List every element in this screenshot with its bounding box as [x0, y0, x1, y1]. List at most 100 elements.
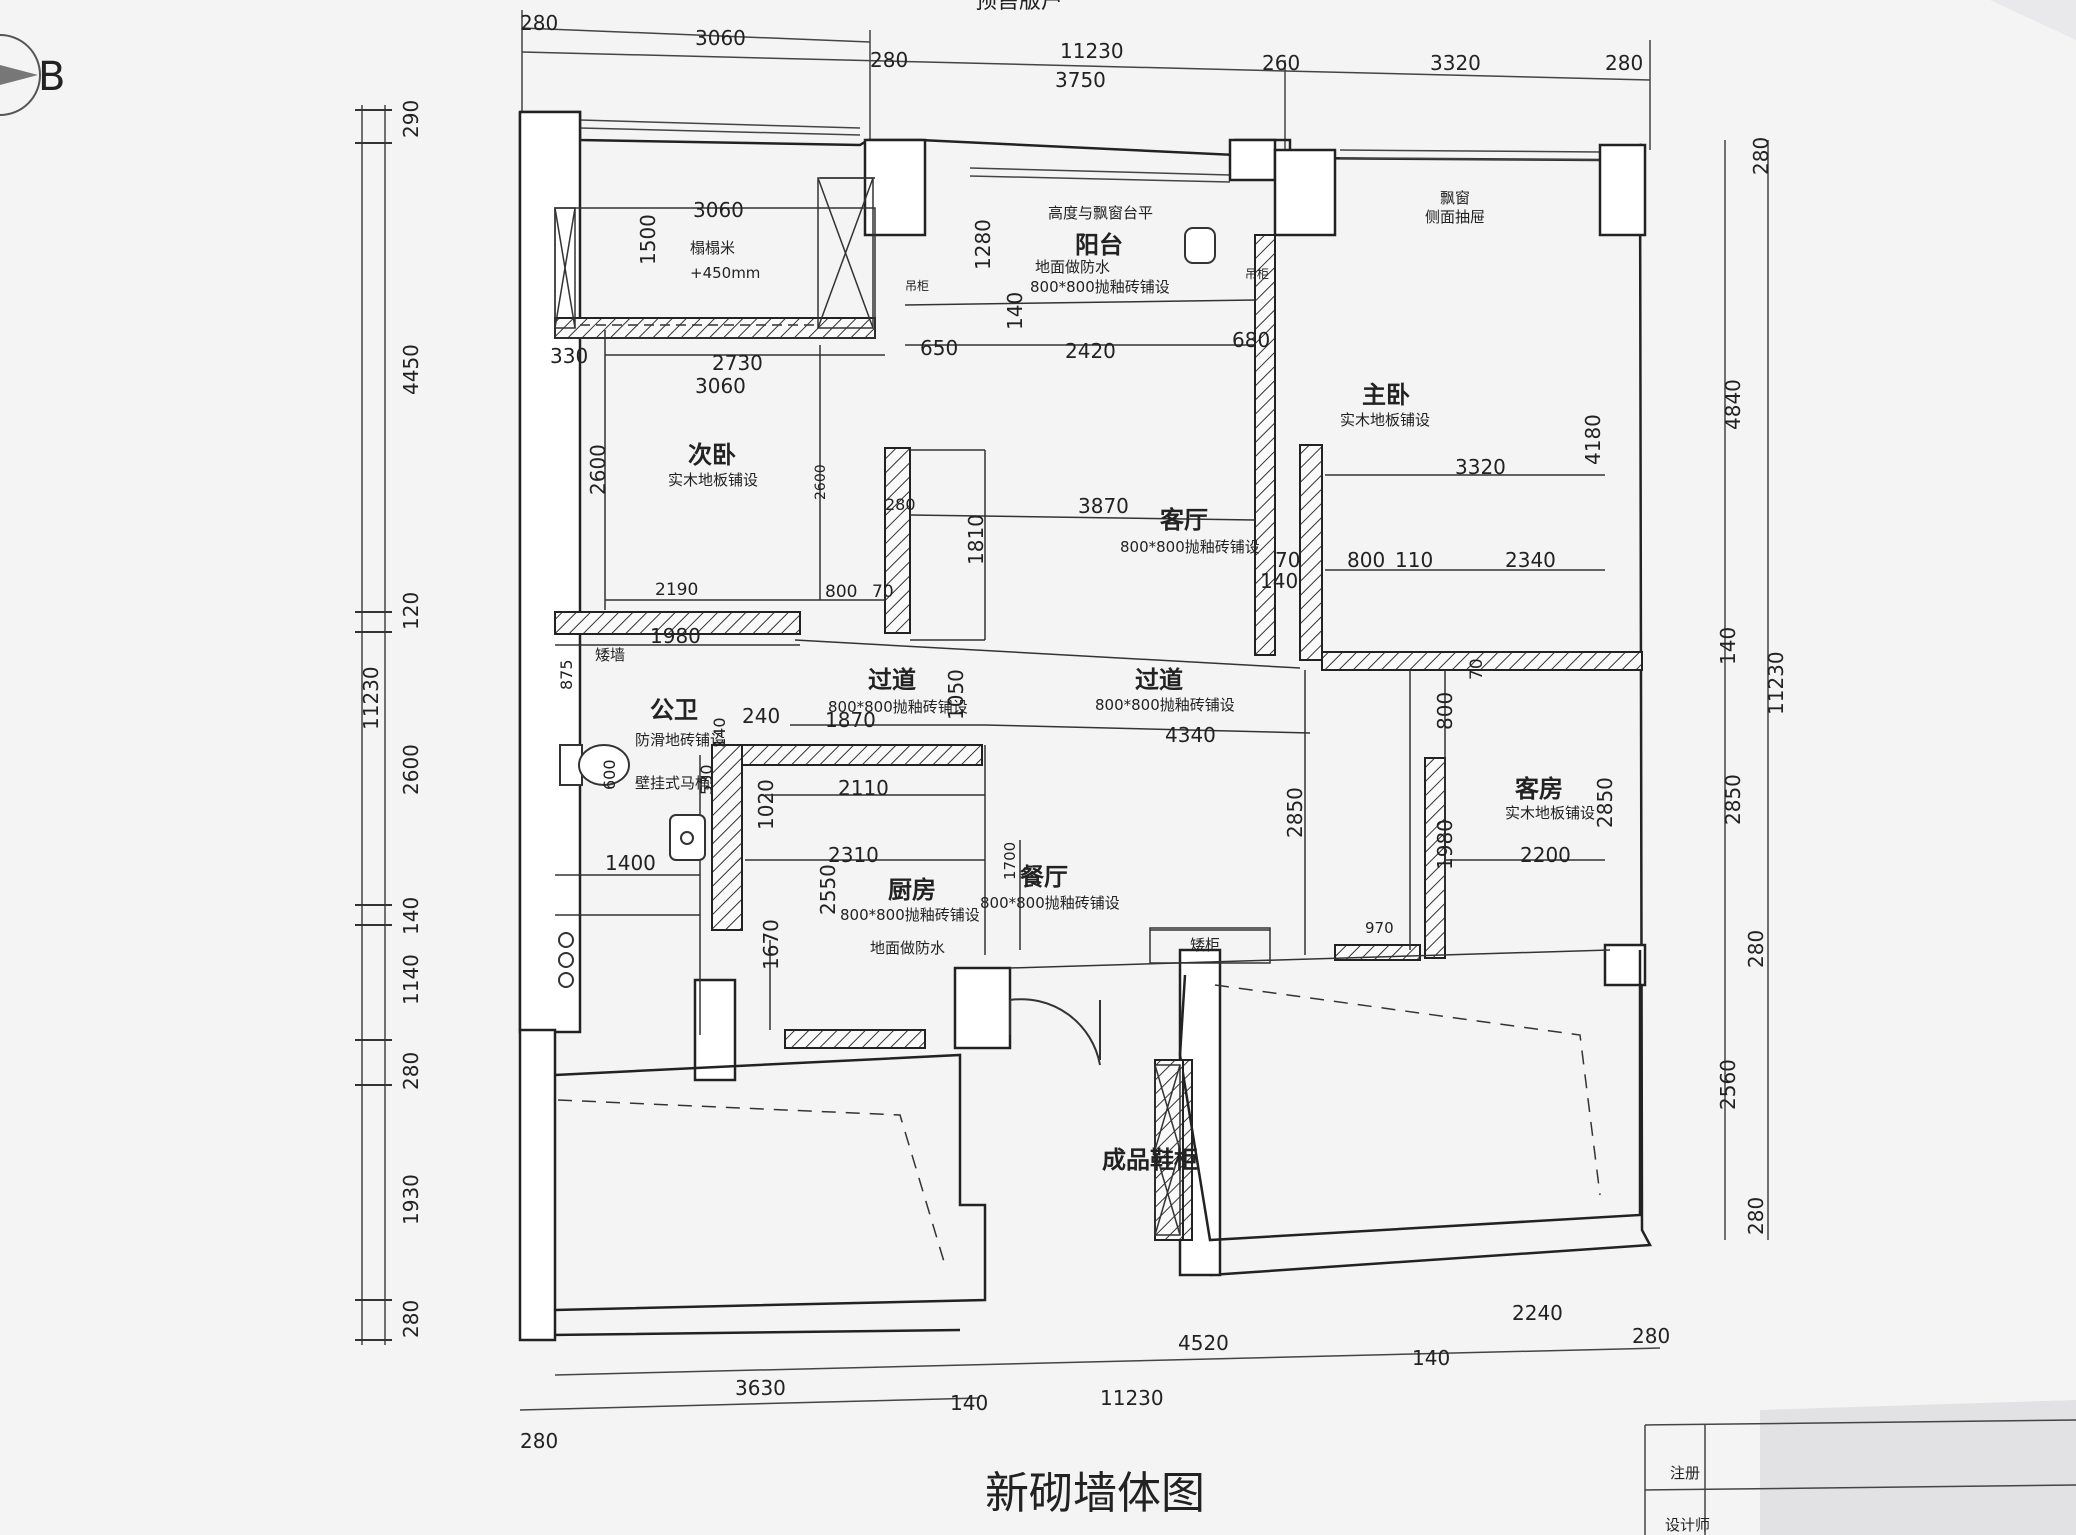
bay-window-label: 飘窗 — [1440, 189, 1470, 207]
dimension-label: 4180 — [1581, 414, 1605, 465]
bay-window-note: 侧面抽屉 — [1425, 208, 1485, 226]
dimension-label: 650 — [920, 336, 958, 360]
balcony-note1: 高度与飘窗台平 — [1048, 204, 1153, 222]
dimension-label: 2310 — [828, 843, 879, 867]
shoe-cabinet-label: 成品鞋柜 — [1102, 1146, 1198, 1174]
dimension-label: 140 — [1003, 292, 1027, 330]
dimension-label: 1140 — [399, 954, 423, 1005]
corridor-left-note: 800*800抛釉砖铺设 — [828, 698, 968, 716]
paper-shadow — [1760, 1400, 2076, 1535]
dimension-label: 280 — [399, 1052, 423, 1090]
dimension-label: 70 — [872, 582, 894, 602]
dimension-label: 1810 — [964, 514, 988, 565]
bottom-dimensions: 4520 2240 280 140 3630 140 11230 280 — [520, 1301, 1670, 1453]
dimension-label: 2600 — [399, 744, 423, 795]
dimension-label: 1980 — [650, 624, 701, 648]
hanging-cabinet-1: 吊柜 — [905, 279, 929, 293]
dimension-label: 330 — [550, 344, 588, 368]
top-dimensions: 280 3060 280 11230 3750 260 3320 280 — [520, 11, 1643, 92]
guest-room-label: 客房 — [1515, 775, 1563, 803]
hanging-cabinet-2: 吊柜 — [1245, 267, 1269, 281]
dimension-label: 2850 — [1593, 777, 1617, 828]
dimension-label: 600 — [600, 759, 619, 790]
dimension-label: 2200 — [1520, 843, 1571, 867]
dimension-label: 1670 — [759, 919, 783, 970]
dimension-label: 280 — [1749, 137, 1773, 175]
corridor-center-note: 800*800抛釉砖铺设 — [1095, 696, 1235, 714]
corridor-left-label: 过道 — [868, 666, 916, 694]
dimension-label: 2110 — [838, 776, 889, 800]
dimension-label: 2420 — [1065, 339, 1116, 363]
title-block-note: 注册 — [1670, 1464, 1700, 1482]
entry-door-icon — [1009, 998, 1101, 1066]
interior-lines — [554, 177, 1611, 1035]
lower-rooms — [554, 950, 1642, 1312]
dimension-label: 1400 — [605, 851, 656, 875]
dimension-label: 140 — [1412, 1346, 1450, 1370]
guest-room-note: 实木地板铺设 — [1505, 804, 1595, 822]
dimension-label: 2190 — [655, 580, 698, 600]
dimension-label: 4520 — [1178, 1331, 1229, 1355]
dimension-label: 140 — [710, 717, 729, 748]
dimension-label: 70 — [1467, 658, 1487, 680]
title-block — [1644, 1419, 2076, 1535]
compass-icon — [0, 34, 41, 116]
master-bedroom-note: 实木地板铺设 — [1340, 411, 1430, 429]
title-block-designer: 设计师 — [1665, 1516, 1710, 1534]
tatami-note: +450mm — [690, 264, 760, 282]
dimension-label: 1700 — [1001, 842, 1019, 880]
dimension-label: 2560 — [1716, 1059, 1740, 1110]
dining-label: 餐厅 — [1020, 863, 1068, 891]
dimension-label: 3060 — [693, 198, 744, 222]
living-room-note: 800*800抛釉砖铺设 — [1120, 538, 1260, 556]
dimension-label: 3320 — [1455, 455, 1506, 479]
dimension-label: 1020 — [754, 779, 778, 830]
dimension-label: 280 — [1744, 930, 1768, 968]
dimension-label: 1930 — [399, 1174, 423, 1225]
dimension-label: 280 — [399, 1300, 423, 1338]
dimension-label: 3320 — [1430, 51, 1481, 75]
dimension-label: 140 — [1716, 627, 1740, 665]
dimension-label: 280 — [870, 48, 908, 72]
dimension-label: 800 — [1347, 548, 1385, 572]
dimension-label: 280 — [1605, 51, 1643, 75]
balcony-note2: 地面做防水 — [1035, 258, 1110, 276]
dimension-label: 140 — [1260, 569, 1298, 593]
left-dimensions: 290 4450 120 11230 2600 140 1140 280 193… — [359, 100, 423, 1338]
dimension-label: 800 — [825, 582, 857, 602]
dimension-label: 2240 — [1512, 1301, 1563, 1325]
public-bath-note2: 壁挂式马桶 — [635, 774, 710, 792]
dimension-label: 680 — [1232, 328, 1270, 352]
sink-icon — [669, 814, 706, 861]
dimension-label: 4840 — [1721, 379, 1745, 430]
dimension-label: 140 — [399, 897, 423, 935]
living-room-label: 客厅 — [1160, 506, 1208, 534]
corridor-center-label: 过道 — [1135, 666, 1183, 694]
dimension-label: 530 — [697, 764, 716, 795]
kitchen-note2: 地面做防水 — [870, 939, 945, 957]
dining-note: 800*800抛釉砖铺设 — [980, 894, 1120, 912]
dimension-label: 3870 — [1078, 494, 1129, 518]
kitchen-label: 厨房 — [888, 876, 936, 904]
drawing-title: 新砌墙体图 — [985, 1468, 1205, 1519]
dimension-label: 2600 — [813, 464, 829, 500]
second-bedroom-label: 次卧 — [688, 441, 736, 469]
dimension-label: 11230 — [359, 666, 383, 730]
dimension-label: 2340 — [1505, 548, 1556, 572]
public-bath-note1: 防滑地砖铺设 — [635, 731, 725, 749]
dimension-label: 11230 — [1100, 1386, 1164, 1410]
public-bath-label: 公卫 — [650, 696, 698, 724]
dimension-label: 800 — [1433, 692, 1457, 730]
dimension-label: 280 — [520, 11, 558, 35]
left-dim-ticks — [355, 109, 392, 1341]
dimension-label: 2600 — [586, 444, 610, 495]
dimension-label: 970 — [1365, 919, 1394, 937]
dimension-frame — [361, 10, 1769, 1411]
public-bath-low-wall: 矮墙 — [595, 646, 625, 664]
dimension-label: 2550 — [816, 864, 840, 915]
right-dimensions: 280 4840 140 11230 2850 280 2560 280 — [1716, 137, 1788, 1235]
dimension-label: 3060 — [695, 374, 746, 398]
master-bedroom-label: 主卧 — [1362, 381, 1410, 409]
